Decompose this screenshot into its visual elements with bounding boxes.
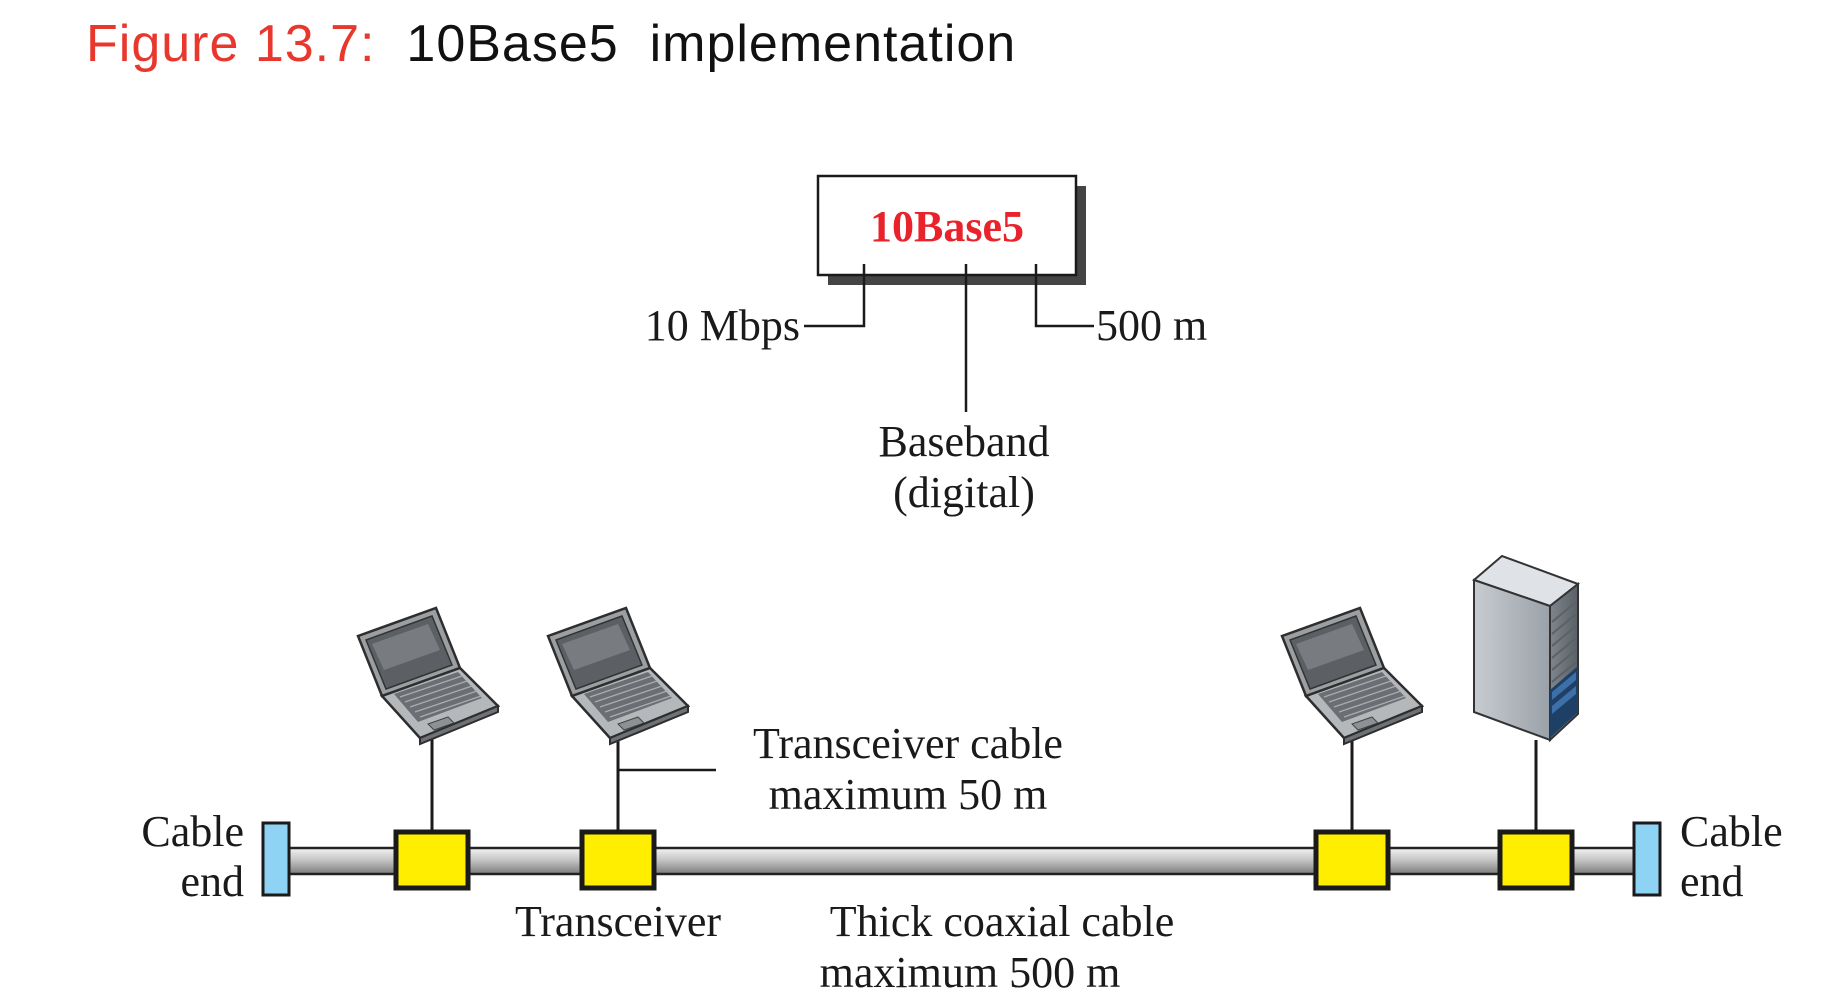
spec-rate-label: 10 Mbps <box>645 301 800 350</box>
cable-end-left-line2: end <box>180 857 244 906</box>
spec-signal-line2: (digital) <box>893 468 1035 517</box>
transceiver-1 <box>396 832 468 888</box>
cable-end-right <box>1632 821 1662 897</box>
spec-signal-line1: Baseband <box>878 417 1049 466</box>
figure-number: Figure 13.7: <box>86 15 376 73</box>
transceiver-cable-label-line2: maximum 50 m <box>769 770 1048 819</box>
transceiver-label: Transceiver <box>515 897 721 946</box>
server-tower-icon <box>1472 554 1581 743</box>
thick-coaxial-cable <box>280 846 1656 876</box>
transceiver-cable-label-line1: Transceiver cable <box>753 719 1063 768</box>
cable-end-left-line1: Cable <box>141 807 244 856</box>
thick-coax-label-line2: maximum 500 m <box>820 948 1121 996</box>
laptop-icon <box>1280 606 1424 746</box>
spec-box-label: 10Base5 <box>870 202 1024 251</box>
transceiver-3 <box>1316 832 1388 888</box>
cable-end-right-line1: Cable <box>1680 807 1783 856</box>
transceiver-4 <box>1500 832 1572 888</box>
figure-title: Figure 13.7: 10Base5 implementation <box>86 14 1016 74</box>
spec-leader-lines <box>804 264 1094 412</box>
cable-end-right-line2: end <box>1680 857 1744 906</box>
figure-name: 10Base5 implementation <box>406 15 1017 73</box>
thick-coax-label-line1: Thick coaxial cable <box>830 897 1174 946</box>
laptop-icon <box>546 606 690 746</box>
cable-end-left <box>261 821 291 897</box>
transceiver-cables <box>430 736 1538 834</box>
transceiver-2 <box>582 832 654 888</box>
spec-box: 10Base5 <box>816 174 1086 285</box>
laptop-icon <box>356 606 500 746</box>
spec-length-label: 500 m <box>1096 301 1207 350</box>
